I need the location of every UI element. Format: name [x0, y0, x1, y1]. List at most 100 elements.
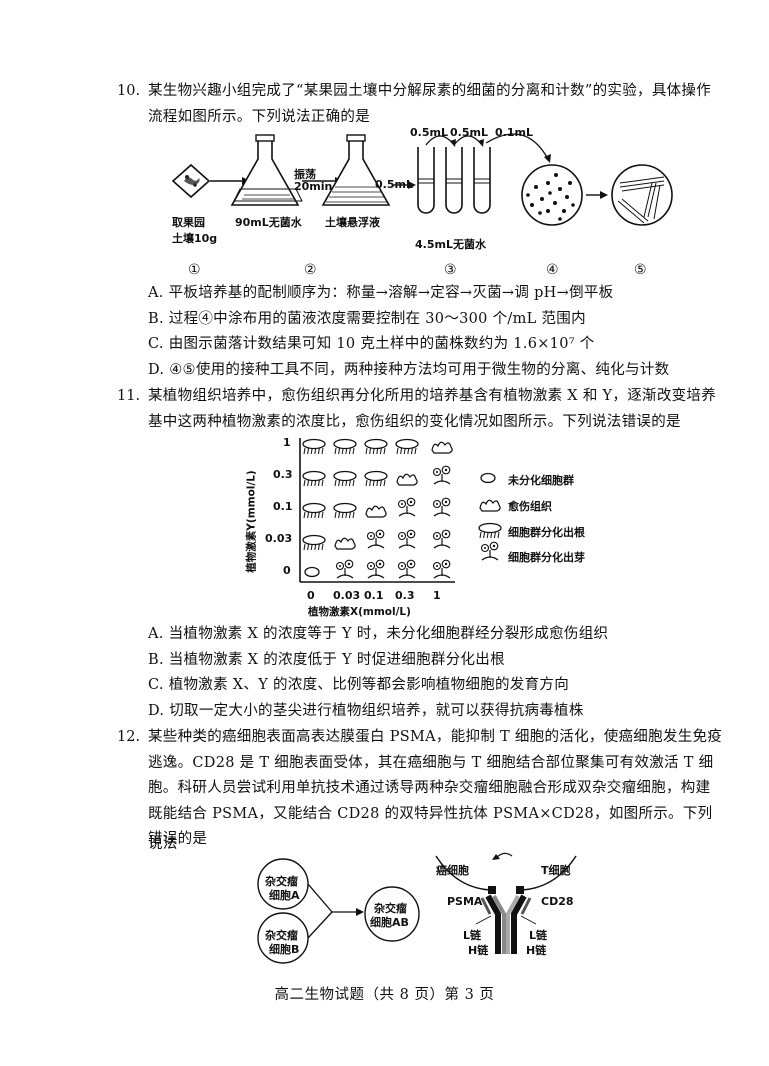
q11-grid-cell [432, 529, 451, 549]
q11-legend-shoot: 细胞群分化出芽 [508, 551, 585, 564]
q10-step-1: ① [188, 262, 201, 278]
q11-grid-cell [395, 438, 419, 455]
q12-t-cell-label: T细胞 [541, 864, 571, 877]
q11-x-axis-label: 植物激素X(mmol/L) [308, 606, 411, 618]
q11-option-a: A. 当植物激素 X 的浓度等于 Y 时，未分化细胞群经分裂形成愈伤组织 [148, 626, 609, 642]
q10-option-a: A. 平板培养基的配制顺序为：称量→溶解→定容→灭菌→调 pH→倒平板 [148, 285, 614, 301]
q10-tube-vol-2: 0.5mL [450, 126, 488, 139]
spread-plate [521, 164, 583, 226]
q11-x-tick-2: 0.1 [364, 589, 384, 602]
q11-grid-cell [366, 529, 385, 549]
q11-grid-cells [302, 438, 453, 579]
q10-option-d: D. ④⑤使用的接种工具不同，两种接种方法均可用于微生物的分离、纯化与计数 [148, 362, 670, 378]
q11-grid-cell [333, 438, 357, 455]
q11-x-tick-3: 0.3 [395, 589, 415, 602]
q11-x-tick-1: 0.03 [333, 589, 361, 602]
q11-legend-undiff: 未分化细胞群 [508, 474, 574, 487]
q10-flask1-label: 90mL无菌水 [235, 216, 302, 229]
q11-y-axis-label: 植物激素Y(mmol/L) [245, 470, 258, 573]
q11-legend-icon [480, 472, 496, 484]
q11-grid-cell [333, 502, 357, 519]
flask-sterile-water [230, 134, 303, 206]
q11-legend-icon [478, 522, 502, 539]
q10-figure [171, 133, 673, 226]
q12-h-chain-right: H链 [526, 944, 547, 957]
flask-soil-suspension [321, 134, 391, 206]
q10-soil-label-2: 土壤10g [172, 232, 218, 245]
q11-grid-cell [334, 537, 356, 550]
q11-option-b: B. 当植物激素 X 的浓度低于 Y 时促进细胞群分化出根 [148, 652, 505, 668]
q10-shake-label-2: 20min [294, 180, 333, 193]
streak-plate [611, 164, 673, 226]
q12-number: 12. [117, 729, 141, 745]
q11-y-tick-1: 0.3 [273, 468, 293, 481]
q11-option-d: D. 切取一定大小的茎尖进行植物组织培养，就可以获得抗病毒植株 [148, 703, 584, 719]
q11-grid-cell [365, 505, 387, 518]
q11-y-tick-0: 1 [283, 436, 291, 449]
q11-x-tick-0: 0 [307, 589, 315, 602]
q10-step-2: ② [304, 262, 317, 278]
q11-grid-cell [397, 529, 416, 549]
q11-grid-cell [432, 465, 451, 485]
q11-grid-cell [366, 559, 385, 579]
q11-legend-callus: 愈伤组织 [508, 500, 552, 513]
q11-grid-cell [302, 470, 326, 487]
q12-cell-a-1: 杂交瘤 [265, 875, 298, 888]
q11-y-tick-3: 0.03 [265, 532, 293, 545]
q11-legend-icons [478, 472, 502, 561]
q11-grid-cell [397, 559, 416, 579]
q11-x-tick-4: 1 [433, 589, 441, 602]
q10-stem-line1: 某生物兴趣小组完成了“某果园土壤中分解尿素的细菌的分离和计数”的实验，具体操作 [148, 83, 712, 99]
q12-h-chain-left: H链 [468, 944, 489, 957]
q10-stem-line2: 流程如图所示。下列说法正确的是 [148, 109, 370, 125]
q11-grid-cell [302, 502, 326, 519]
soil-sample-icon [171, 163, 211, 199]
q10-flask2-label: 土壤悬浮液 [325, 216, 380, 229]
q11-grid-cell [302, 438, 326, 455]
q10-tube-vol-1: 0.5mL [410, 126, 448, 139]
q11-option-c: C. 植物激素 X、Y 的浓度、比例等都会影响植物细胞的发育方向 [148, 677, 570, 693]
q12-stem-line4: 既能结合 PSMA，又能结合 CD28 的双特异性抗体 PSMA×CD28，如图… [148, 806, 713, 852]
q10-tube-label: 4.5mL无菌水 [415, 238, 486, 251]
q10-step-3: ③ [444, 262, 457, 278]
q11-legend-icon [480, 541, 499, 561]
q12-stem-line3: 胞。科研人员尝试利用单抗技术通过诱导两种杂交瘤细胞融合形成双杂交瘤细胞，构建 [148, 780, 711, 796]
q11-grid-cell [432, 559, 451, 579]
q11-grid-cell [302, 534, 326, 551]
q12-l-chain-left: L链 [463, 929, 482, 942]
q10-option-b: B. 过程④中涂布用的菌液浓度需要控制在 30～300 个/mL 范围内 [148, 311, 586, 327]
q12-figure [257, 852, 577, 964]
q11-figure [299, 438, 502, 583]
q11-grid-cell [335, 559, 354, 579]
q11-y-tick-2: 0.1 [273, 500, 293, 513]
q12-cell-b-2: 细胞B [269, 943, 300, 956]
t-cell-membrane [517, 855, 577, 891]
q12-cell-ab-1: 杂交瘤 [374, 902, 407, 915]
q11-stem-line2: 基中这两种植物激素的浓度比，愈伤组织的变化情况如图所示。下列说法错误的是 [148, 414, 681, 430]
q12-stem-line5: 错误的是 [148, 831, 208, 847]
q12-stem-line1: 某些种类的癌细胞表面高表达膜蛋白 PSMA，能抑制 T 细胞的活化，使癌细胞发生… [148, 729, 723, 745]
q10-shake-label-1: 振荡 [294, 168, 316, 181]
q10-option-c: C. 由图示菌落计数结果可知 10 克土样中的菌株数约为 1.6×10⁷ 个 [148, 336, 595, 352]
q10-number: 10. [117, 83, 141, 99]
q11-grid-cell [364, 470, 388, 487]
q11-grid-cell [397, 497, 416, 517]
page-footer: 高二生物试题（共 8 页）第 3 页 [274, 987, 495, 1003]
q10-tube-vol-3: 0.1mL [495, 126, 533, 139]
q11-grid-cell [431, 441, 453, 454]
test-tubes [417, 135, 491, 214]
q11-number: 11. [117, 388, 141, 404]
q11-grid-cell [396, 473, 418, 486]
hybridoma-ab-circle [364, 886, 420, 942]
q11-grid-cell [333, 470, 357, 487]
q11-grid-cell [432, 497, 451, 517]
q11-legend-icon [479, 499, 501, 512]
q12-cell-b-1: 杂交瘤 [265, 929, 298, 942]
q11-stem-line1: 某植物组织培养中，愈伤组织再分化所用的培养基含有植物激素 X 和 Y，逐渐改变培… [148, 388, 717, 404]
q10-transfer-label: 0.5mL [375, 178, 413, 191]
q11-grid-cell [364, 438, 388, 455]
q12-cell-a-2: 细胞A [269, 889, 300, 902]
q12-l-chain-right: L链 [529, 929, 548, 942]
q12-cd28-label: CD28 [541, 895, 574, 908]
q12-stem-line2: 逃逸。CD28 是 T 细胞表面受体，其在癌细胞与 T 细胞结合部位聚集可有效激… [148, 755, 714, 771]
